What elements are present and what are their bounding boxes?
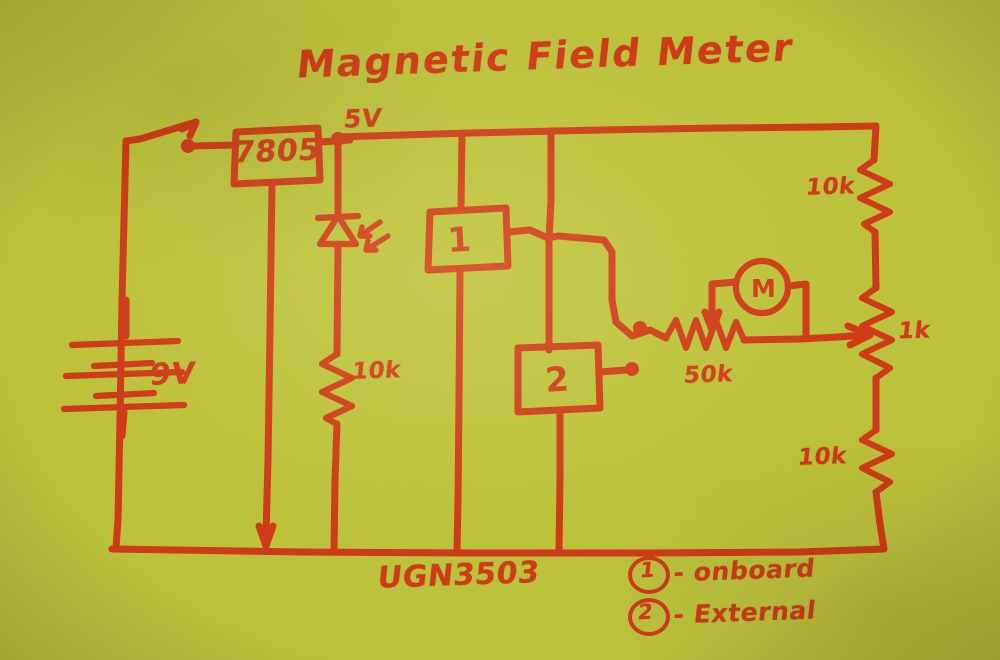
- resistor-pot-1k: [858, 284, 896, 382]
- wire-sensor1-to-node: [544, 232, 620, 326]
- resistor-top-10k: [856, 156, 894, 236]
- battery-label: 9V: [148, 356, 198, 393]
- resistor-bottom-10k: [858, 426, 896, 496]
- sensor2-terminal-dot: [625, 362, 639, 376]
- sensor2-box: [514, 341, 604, 416]
- wire-bottom-rail: [108, 545, 888, 557]
- wire-sensor1-ground: [453, 266, 464, 555]
- resistor-led-10k: [318, 350, 356, 428]
- wire-node-to-50k: [612, 318, 670, 342]
- led-cathode-bar: [314, 212, 362, 222]
- regulator-label: 7805: [231, 132, 322, 171]
- legend-marker-2: 2: [636, 599, 655, 625]
- wire-to-pot-wiper: [834, 331, 870, 341]
- meter-tap-arrow: [701, 308, 723, 334]
- legend-marker-1-circle: [628, 556, 670, 594]
- wire-meter-right-leg: [784, 280, 810, 340]
- resistor-50k: [662, 316, 748, 352]
- wire-right-top: [870, 122, 880, 164]
- sensor2-label: 2: [544, 359, 570, 401]
- legend-note-1: - onboard: [672, 553, 817, 588]
- legend-marker-2-circle: [628, 598, 670, 636]
- wire-sensor1-supply: [457, 129, 466, 210]
- divider-top-label: 10k: [804, 173, 857, 201]
- wire-bottom-10k-to-rail: [872, 488, 888, 553]
- wire-10k-to-pot: [871, 228, 880, 292]
- page-title: Magnetic Field Meter: [294, 25, 797, 87]
- wire-resistor-to-ground: [330, 420, 341, 554]
- switch-lever-arrow: [178, 118, 200, 140]
- battery-plate-4: [92, 389, 158, 400]
- rail-voltage-label: 5V: [342, 103, 384, 134]
- pot-wiper-arrowhead: [844, 322, 874, 349]
- wire-top-rail: [332, 122, 880, 141]
- regulator-box: [230, 124, 324, 188]
- part-number-label: UGN3503: [375, 555, 542, 596]
- battery-plate-5: [60, 401, 188, 413]
- sensor1-box: [424, 204, 512, 274]
- legend-marker-1: 1: [638, 557, 657, 583]
- switch-terminal-dot: [181, 139, 195, 153]
- battery-plate-2: [90, 359, 156, 370]
- wire-sensor1-output: [504, 226, 552, 242]
- wire-sensor2-stub: [596, 366, 630, 376]
- wire-meter-left-top: [708, 278, 740, 288]
- legend-note-2: - External: [672, 595, 818, 630]
- sensor1-label: 1: [446, 220, 472, 261]
- led-resistor-label: 10k: [350, 357, 403, 385]
- divider-bottom-label: 10k: [796, 443, 849, 471]
- battery-plate-1: [68, 337, 182, 349]
- regulator-ground-wire: [262, 180, 276, 538]
- led-emission-arrow-1: [357, 219, 383, 239]
- regulator-ground-arrow: [255, 522, 277, 550]
- meter-label: M: [751, 274, 776, 303]
- pot-50k-label: 50k: [682, 361, 735, 389]
- wire-switch-to-regulator: [188, 141, 240, 150]
- pot-1k-label: 1k: [896, 317, 932, 345]
- wire-50k-to-wiper: [740, 333, 842, 344]
- wire-sensor2-ground: [555, 408, 564, 554]
- led-emission-arrow-2: [363, 233, 391, 253]
- wire-led-to-resistor: [333, 240, 342, 358]
- battery-plate-3: [62, 368, 186, 380]
- battery-bottom-lead: [118, 408, 128, 440]
